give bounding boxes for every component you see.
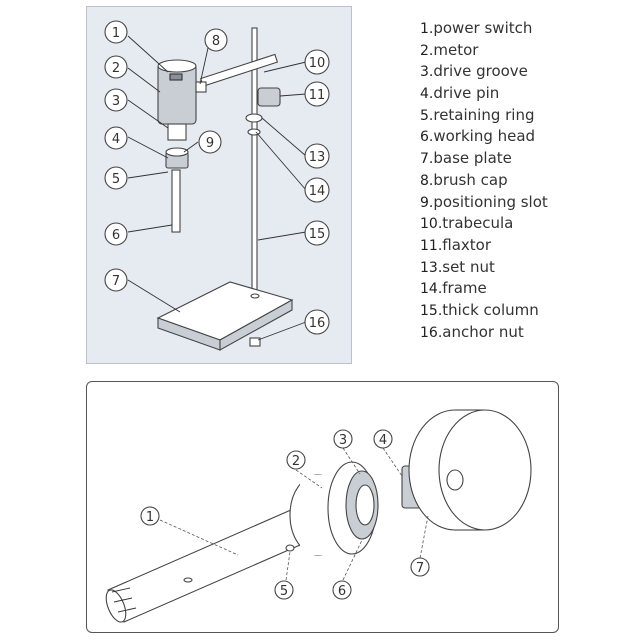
- disc-front: [438, 409, 532, 531]
- motor-neck: [167, 123, 187, 141]
- svg-text:4: 4: [379, 433, 387, 448]
- callout-10: 10: [304, 49, 330, 75]
- brush-cap-shape: [195, 81, 207, 93]
- svg-text:3: 3: [112, 94, 120, 109]
- legend-item: 14.frame: [420, 279, 487, 298]
- callout-2: 2: [104, 55, 128, 79]
- legend-item: 3.drive groove: [420, 62, 528, 81]
- motor-top: [157, 59, 197, 73]
- callout-13: 13: [304, 143, 330, 169]
- svg-text:15: 15: [309, 227, 326, 242]
- callout-8: 8: [204, 28, 228, 52]
- callout-3: 3: [333, 429, 353, 449]
- callout-7: 7: [104, 268, 128, 292]
- svg-text:2: 2: [292, 454, 300, 469]
- svg-text:16: 16: [309, 316, 326, 331]
- base-plate-side: [219, 299, 293, 351]
- callout-5: 5: [104, 166, 128, 190]
- svg-text:7: 7: [112, 274, 120, 289]
- svg-text:2: 2: [112, 61, 120, 76]
- callout-3: 3: [104, 88, 128, 112]
- base-hole: [250, 293, 260, 299]
- power-switch-shape: [169, 73, 183, 81]
- legend-item: 4.drive pin: [420, 84, 500, 103]
- callout-1: 1: [104, 20, 128, 44]
- svg-text:4: 4: [112, 132, 120, 147]
- callout-7: 7: [410, 557, 430, 577]
- callout-9: 9: [198, 130, 222, 154]
- working-head-shaft: [171, 169, 181, 233]
- retaining-ring-shape: [285, 544, 295, 552]
- svg-text:7: 7: [416, 561, 424, 576]
- legend-item: 13.set nut: [420, 257, 495, 276]
- svg-text:1: 1: [112, 26, 120, 41]
- drive-groove-inner: [355, 484, 375, 526]
- legend-item: 16.anchor nut: [420, 322, 524, 341]
- tube-hole: [183, 577, 193, 583]
- callout-4: 4: [373, 429, 393, 449]
- callout-15: 15: [304, 220, 330, 246]
- svg-text:10: 10: [309, 56, 326, 71]
- legend-item: 7.base plate: [420, 149, 512, 168]
- coupling-top: [165, 147, 189, 157]
- legend-item: 11.flaxtor: [420, 235, 492, 254]
- legend-item: 10.trabecula: [420, 214, 514, 233]
- tube-end: [105, 589, 127, 623]
- anchor-nut-shape: [249, 337, 261, 347]
- callout-14: 14: [304, 177, 330, 203]
- parts-legend: 1.power switch 2.metor 3.drive groove 4.…: [420, 18, 548, 343]
- callout-4: 4: [104, 126, 128, 150]
- legend-item: 2.metor: [420, 40, 479, 59]
- legend-item: 9.positioning slot: [420, 192, 548, 211]
- legend-item: 15.thick column: [420, 300, 539, 319]
- callout-11: 11: [304, 81, 330, 107]
- callout-1: 1: [140, 506, 160, 526]
- legend-item: 6.working head: [420, 127, 536, 146]
- svg-text:14: 14: [309, 184, 326, 199]
- svg-text:5: 5: [112, 172, 120, 187]
- callout-2: 2: [286, 450, 306, 470]
- callout-16: 16: [304, 309, 330, 335]
- disc-hole: [446, 469, 464, 491]
- flaxtor-clamp: [257, 87, 281, 107]
- callout-6: 6: [104, 222, 128, 246]
- svg-text:11: 11: [309, 88, 326, 103]
- callout-5: 5: [274, 580, 294, 600]
- svg-text:1: 1: [146, 510, 154, 525]
- svg-text:13: 13: [309, 150, 326, 165]
- callout-6: 6: [332, 580, 352, 600]
- svg-text:3: 3: [339, 433, 347, 448]
- legend-item: 1.power switch: [420, 19, 533, 37]
- svg-text:9: 9: [206, 136, 214, 151]
- svg-text:6: 6: [112, 228, 120, 243]
- legend-item: 5.retaining ring: [420, 105, 535, 124]
- legend-item: 8.brush cap: [420, 170, 508, 189]
- svg-text:8: 8: [212, 34, 220, 49]
- svg-text:6: 6: [338, 584, 346, 599]
- svg-text:5: 5: [280, 584, 288, 599]
